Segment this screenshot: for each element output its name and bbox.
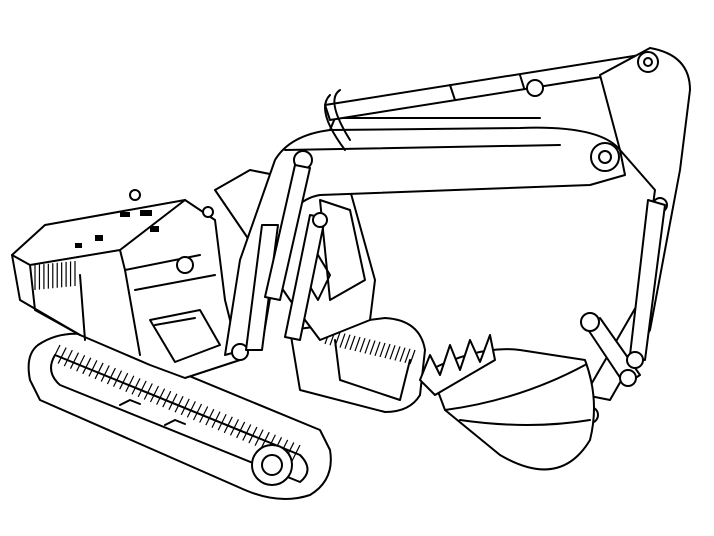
track-tread: [100, 365, 110, 382]
track-tread: [125, 375, 135, 393]
track-tread: [399, 347, 406, 362]
track-tread: [242, 424, 252, 441]
track-tread: [137, 380, 147, 398]
boom-cylinders: [245, 164, 328, 351]
track-tread: [291, 444, 301, 462]
track-tread: [384, 343, 391, 359]
track-tread: [344, 334, 351, 349]
track-tread: [229, 419, 239, 436]
track-tread: [82, 357, 92, 375]
track-tread: [211, 411, 221, 428]
track-tread: [106, 367, 116, 385]
track-tread: [359, 338, 366, 353]
track-tread: [339, 333, 346, 348]
track-tread: [217, 413, 227, 431]
track-tread: [205, 408, 215, 426]
track-tread: [223, 416, 233, 434]
track-tread: [354, 336, 361, 352]
track-tread: [113, 370, 123, 387]
rear-track: [289, 317, 426, 413]
track-tread: [379, 342, 386, 358]
track-tread: [409, 349, 416, 365]
track-tread: [174, 396, 184, 413]
track-tread: [69, 352, 79, 369]
bucket: [419, 334, 595, 471]
upper-body: [11, 189, 241, 379]
track-tread: [199, 406, 209, 423]
track-tread: [57, 347, 67, 364]
track-tread: [369, 340, 376, 355]
track-tread: [168, 393, 178, 410]
drive-sprocket: [251, 444, 293, 486]
track-tread: [162, 390, 172, 408]
track-tread: [88, 360, 98, 377]
track-tread: [119, 372, 129, 390]
track-tread: [394, 346, 401, 361]
track-tread: [143, 383, 153, 400]
track-tread: [236, 421, 246, 439]
front-track: [27, 332, 332, 500]
track-tread: [94, 362, 104, 380]
track-tread: [374, 341, 381, 356]
track-tread: [349, 335, 356, 351]
track-tread: [186, 401, 196, 418]
track-tread: [149, 385, 159, 403]
track-tread: [404, 348, 411, 364]
track-tread: [364, 339, 371, 354]
track-tread: [248, 426, 258, 444]
track-tread: [76, 354, 86, 372]
bucket-teeth: [419, 334, 496, 396]
track-tread: [63, 349, 73, 367]
track-tread: [193, 403, 203, 421]
fuel-cap: [176, 256, 194, 274]
boom-pivot: [590, 142, 620, 172]
boom: [224, 117, 626, 361]
track-tread: [156, 388, 166, 405]
track-tread: [131, 378, 141, 395]
track-tread: [180, 398, 190, 416]
track-tread: [51, 344, 61, 362]
track-tread: [260, 431, 270, 449]
track-tread: [254, 429, 264, 446]
track-tread: [389, 345, 396, 360]
